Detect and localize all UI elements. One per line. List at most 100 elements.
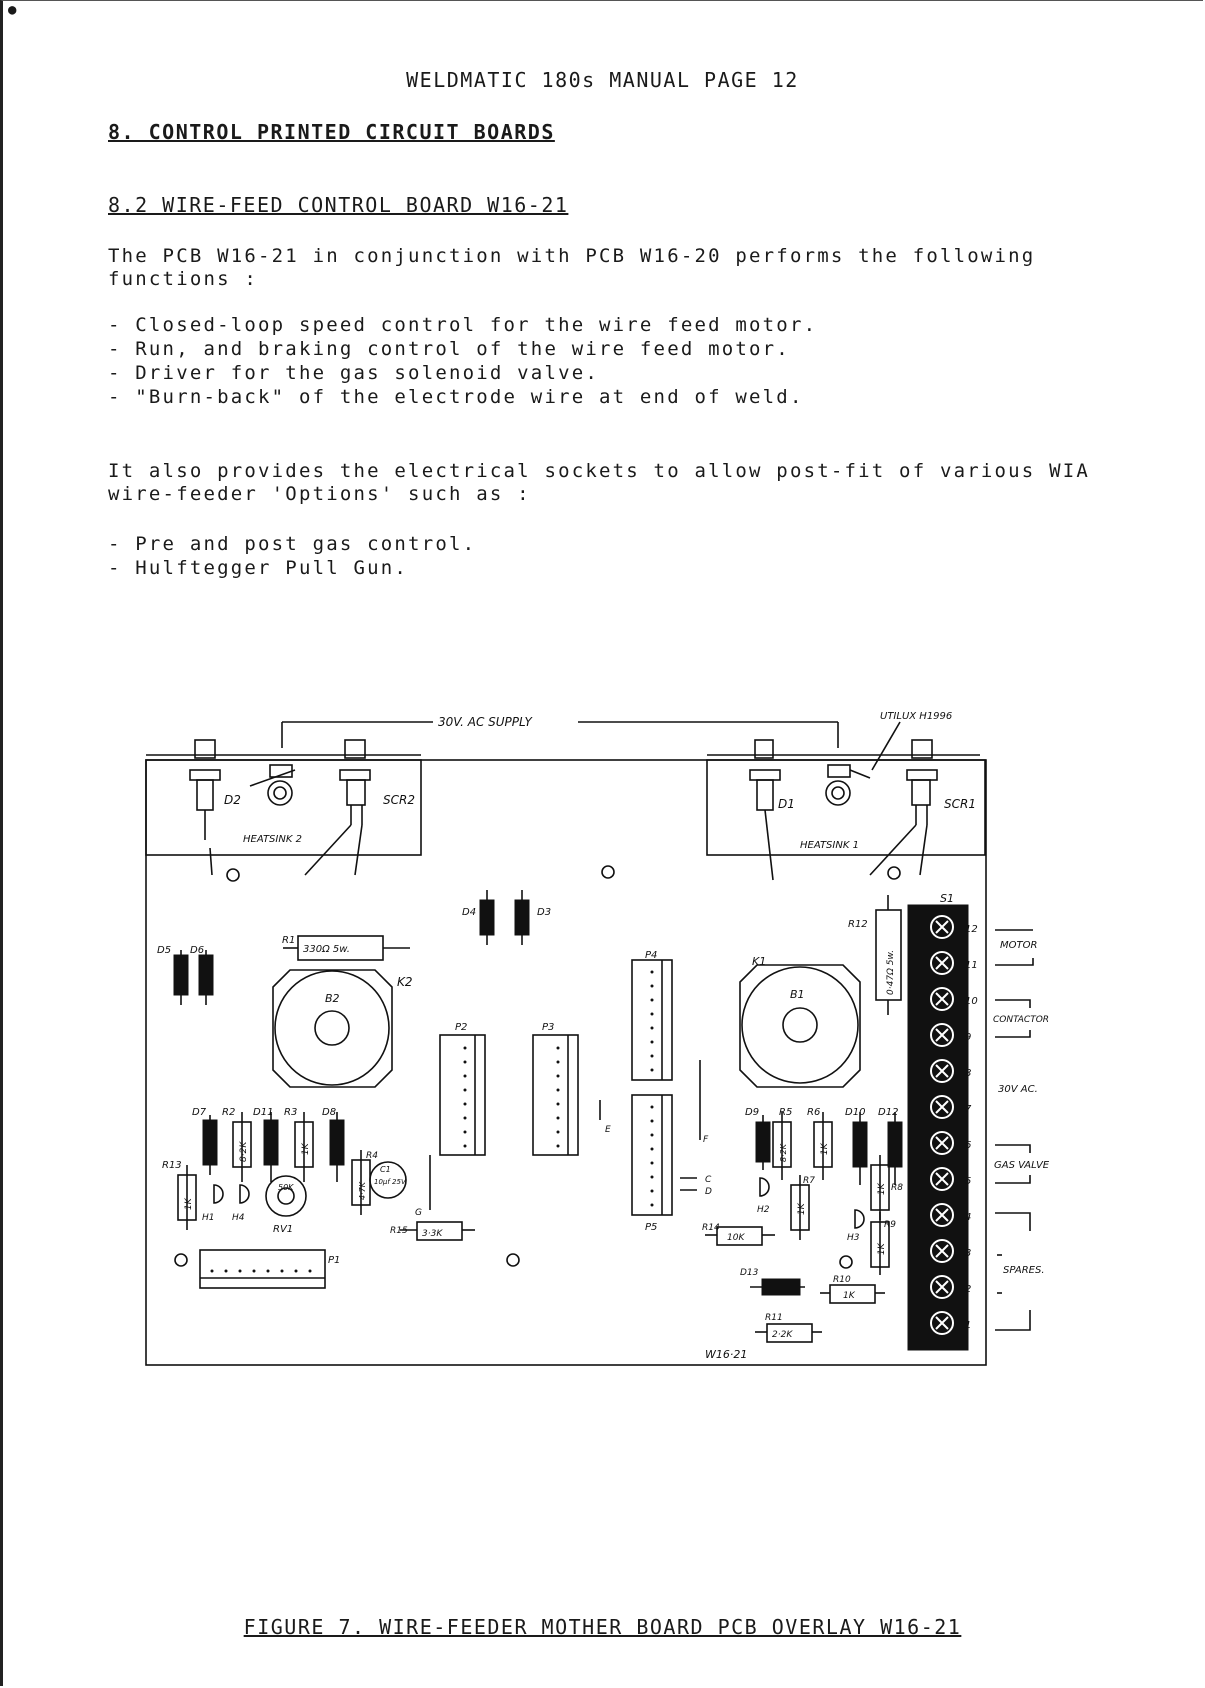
- label-d4: D4: [462, 907, 476, 918]
- subsection-title: 8.2 WIRE-FEED CONTROL BOARD W16-21: [108, 193, 569, 217]
- relay-k1: [739, 964, 861, 1088]
- section-title: 8. CONTROL PRINTED CIRCUIT BOARDS: [108, 120, 555, 144]
- label-r1-value: 330Ω 5w.: [303, 944, 350, 955]
- label-p4: P4: [645, 950, 657, 961]
- label-r1: R1: [282, 935, 295, 946]
- label-rv1: RV1: [273, 1224, 293, 1235]
- diode-d8: [329, 1119, 345, 1166]
- label-c: C: [705, 1175, 712, 1185]
- transistor-h1: [213, 1184, 224, 1204]
- label-f: F: [703, 1135, 709, 1145]
- label-r6: R6: [807, 1107, 820, 1118]
- terminal-12: 12: [965, 924, 978, 935]
- resistor-r14: [716, 1226, 763, 1246]
- connector-p5: [631, 1094, 673, 1216]
- mounting-nut: [267, 780, 293, 806]
- diode-d3: [514, 899, 530, 936]
- label-r2: R2: [222, 1107, 235, 1118]
- terminal-11: 11: [965, 960, 978, 971]
- label-c1-value: 10µf 25V: [374, 1178, 407, 1186]
- label-r10-value: 1K: [843, 1291, 856, 1301]
- option-item: - Hulftegger Pull Gun.: [108, 557, 409, 579]
- label-r5: R5: [779, 1107, 792, 1118]
- label-h4: H4: [232, 1213, 245, 1223]
- label-r5-value: 8·2K: [779, 1143, 788, 1162]
- label-d13: D13: [740, 1268, 759, 1278]
- function-item: - Run, and braking control of the wire f…: [108, 338, 790, 360]
- terminal-5: 5: [965, 1176, 971, 1187]
- function-item: - "Burn-back" of the electrode wire at e…: [108, 386, 804, 408]
- label-contactor: CONTACTOR: [993, 1015, 1049, 1025]
- transistor-h4: [239, 1184, 250, 1204]
- label-g: G: [415, 1208, 422, 1218]
- label-r14: R14: [702, 1223, 720, 1233]
- label-p5: P5: [645, 1222, 657, 1233]
- label-r15: R15: [390, 1226, 408, 1236]
- diode-d4: [479, 899, 495, 936]
- label-b2: B2: [325, 992, 340, 1005]
- diode-d6: [198, 954, 214, 996]
- label-d6: D6: [190, 945, 204, 956]
- label-r8-value: 1K: [877, 1182, 887, 1195]
- label-d7: D7: [192, 1107, 207, 1118]
- resistor-r10: [829, 1284, 876, 1304]
- label-r11-value: 2·2K: [772, 1330, 793, 1340]
- label-board-id: W16·21: [705, 1348, 747, 1361]
- label-k1: K1: [752, 955, 766, 968]
- label-d12: D12: [878, 1107, 898, 1118]
- terminal-8: 8: [965, 1068, 971, 1079]
- label-d1: D1: [778, 797, 795, 811]
- page-header: WELDMATIC 180s MANUAL PAGE 12: [406, 68, 799, 92]
- connector-p3: [532, 1034, 579, 1156]
- capacitor-c1: [369, 1161, 407, 1199]
- label-r9: R9: [884, 1220, 896, 1230]
- label-b1: B1: [790, 988, 805, 1001]
- resistor-r11: [766, 1323, 813, 1343]
- label-r13-value: 1K: [184, 1197, 194, 1210]
- label-30vac: 30V AC.: [998, 1084, 1038, 1095]
- connector-p4: [631, 959, 673, 1081]
- terminal-2: 2: [965, 1284, 971, 1295]
- label-r7-value: 1K: [797, 1202, 807, 1215]
- label-scr2: SCR2: [383, 793, 415, 807]
- label-r13: R13: [162, 1160, 182, 1171]
- label-c1: C1: [380, 1165, 391, 1174]
- resistor-r15: [416, 1221, 463, 1241]
- diode-d13: [761, 1278, 801, 1296]
- potentiometer-rv1: [265, 1175, 307, 1217]
- label-s1: S1: [940, 892, 954, 905]
- label-p2: P2: [455, 1022, 467, 1033]
- terminal-7: 7: [965, 1104, 972, 1115]
- diode-d5: [173, 954, 189, 996]
- corner-mark: ●: [8, 2, 17, 18]
- label-r3: R3: [284, 1107, 297, 1118]
- terminal-6: 6: [965, 1140, 971, 1151]
- label-r3-value: 1K: [301, 1142, 311, 1155]
- label-p3: P3: [542, 1022, 554, 1033]
- connector-p1: [199, 1249, 326, 1289]
- label-k2: K2: [397, 975, 413, 989]
- label-r6-value: 1K: [820, 1142, 830, 1155]
- label-motor: MOTOR: [1000, 940, 1037, 951]
- label-r8: R8: [891, 1183, 903, 1193]
- terminal-4: 4: [965, 1212, 971, 1223]
- diode-d12: [887, 1121, 903, 1168]
- terminal-1: 1: [965, 1320, 971, 1331]
- label-rv1-value: 50K: [278, 1183, 294, 1192]
- options-paragraph: It also provides the electrical sockets …: [108, 460, 1091, 505]
- label-h1: H1: [202, 1213, 215, 1223]
- relay-k2: [272, 969, 393, 1088]
- diode-d11: [263, 1119, 279, 1166]
- mounting-nut: [825, 780, 851, 806]
- label-r15-value: 3·3K: [422, 1229, 443, 1239]
- label-r14-value: 10K: [727, 1233, 745, 1243]
- label-heatsink-2: HEATSINK 2: [243, 834, 302, 845]
- figure-caption: FIGURE 7. WIRE-FEEDER MOTHER BOARD PCB O…: [243, 1615, 962, 1639]
- label-r10: R10: [833, 1275, 851, 1285]
- label-d: D: [705, 1187, 712, 1197]
- transistor-h2: [759, 1177, 770, 1197]
- diode-d9: [755, 1121, 771, 1163]
- label-supply: 30V. AC SUPPLY: [438, 715, 534, 729]
- label-r4-value: 4·7K: [358, 1181, 367, 1200]
